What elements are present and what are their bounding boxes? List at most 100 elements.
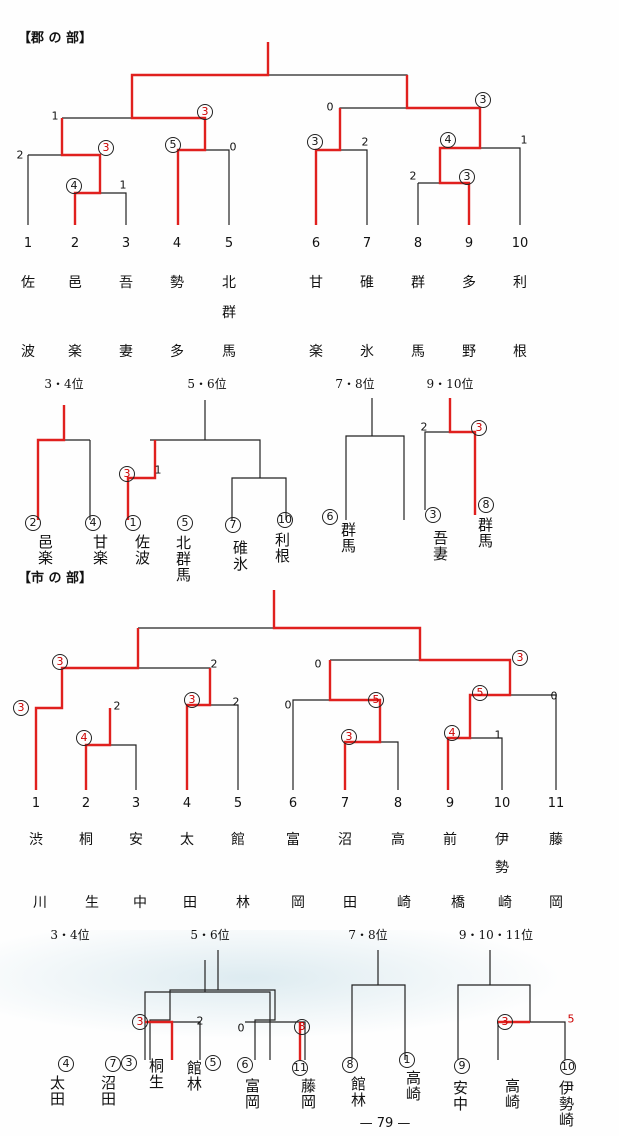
score: 0 xyxy=(550,689,558,703)
score-circled: 3 xyxy=(119,466,135,482)
placement-label: 5・6位 xyxy=(187,377,227,391)
score: 1 xyxy=(119,178,127,192)
score-circled: 5 xyxy=(472,685,488,701)
score-circled: 4 xyxy=(440,132,456,148)
team-name-char: 馬 xyxy=(411,344,425,360)
team-name-char: 勢 xyxy=(495,860,509,876)
team-name-char: 楽 xyxy=(68,344,82,360)
seed-circled: 8 xyxy=(478,497,494,513)
score: 5 xyxy=(567,1012,575,1026)
seed-circled: 4 xyxy=(85,515,101,531)
team-number: 5 xyxy=(233,796,243,811)
handwritten-team: 群馬 xyxy=(476,517,494,549)
team-name-char: 川 xyxy=(33,895,47,911)
team-number: 7 xyxy=(362,236,372,251)
score-circled: 5 xyxy=(368,692,384,708)
seed-circled: 8 xyxy=(342,1057,358,1073)
section-title-gun: 【郡 の 部】 xyxy=(18,31,93,46)
gun-winner-path xyxy=(36,42,482,520)
seed-circled: 3 xyxy=(121,1055,137,1071)
team-name-char: 馬 xyxy=(222,344,236,360)
seed-circled: 10 xyxy=(560,1059,576,1075)
team-name-char: 前 xyxy=(443,832,457,848)
team-number: 7 xyxy=(340,796,350,811)
team-name-char: 藤 xyxy=(549,832,563,848)
handwritten-team: 邑楽 xyxy=(36,534,54,566)
shi-winner-path xyxy=(34,590,530,1060)
team-name-char: 崎 xyxy=(498,895,512,911)
score-circled: 3 xyxy=(13,700,29,716)
handwritten-team: 高崎 xyxy=(404,1070,422,1102)
team-name-char: 利 xyxy=(513,275,527,291)
placement-label: 3・4位 xyxy=(50,928,90,942)
team-name-char: 多 xyxy=(462,275,476,291)
placement-label: 9・10・11位 xyxy=(458,928,534,942)
seed-circled: 3 xyxy=(425,507,441,523)
score-circled: 3 xyxy=(459,169,475,185)
seed-circled: 5 xyxy=(205,1055,221,1071)
handwritten-team: 富岡 xyxy=(243,1078,261,1110)
score-circled: 3 xyxy=(512,650,528,666)
team-name-char: 渋 xyxy=(29,832,43,848)
team-number: 1 xyxy=(23,236,33,251)
team-number: 3 xyxy=(121,236,131,251)
score: 1 xyxy=(154,463,162,477)
team-name-char: 橋 xyxy=(451,895,465,911)
score-circled: 3 xyxy=(475,92,491,108)
team-name-char: 林 xyxy=(236,895,250,911)
team-name-char: 太 xyxy=(180,832,194,848)
team-number: 4 xyxy=(182,796,192,811)
team-name-char: 多 xyxy=(170,344,184,360)
score-circled: 3 xyxy=(497,1014,513,1030)
page-number: — 79 — xyxy=(359,1116,411,1131)
score: 1 xyxy=(51,109,59,123)
handwritten-team: 北群馬 xyxy=(174,535,192,583)
handwritten-team: 沼田 xyxy=(99,1075,117,1107)
score: 2 xyxy=(409,169,417,183)
scan-smudge xyxy=(0,930,619,1050)
handwritten-team: 利根 xyxy=(273,532,291,564)
handwritten-team: 館林 xyxy=(349,1076,367,1108)
team-name-char: 伊 xyxy=(495,832,509,848)
team-name-char: 佐 xyxy=(21,275,35,291)
score-circled: 4 xyxy=(66,178,82,194)
team-name-char: 富 xyxy=(286,832,300,848)
team-name-char: 根 xyxy=(513,344,527,360)
team-name-char: 岡 xyxy=(291,895,305,911)
team-number: 10 xyxy=(511,236,529,251)
team-number: 11 xyxy=(547,796,565,811)
score: 0 xyxy=(229,140,237,154)
seed-circled: 2 xyxy=(25,515,41,531)
team-name-char: 岡 xyxy=(549,895,563,911)
team-name-char: 邑 xyxy=(68,275,82,291)
score-circled: 3 xyxy=(184,692,200,708)
team-number: 9 xyxy=(464,236,474,251)
team-name-char: 野 xyxy=(462,344,476,360)
score: 1 xyxy=(520,133,528,147)
team-number: 3 xyxy=(131,796,141,811)
score-circled: 3 xyxy=(132,1014,148,1030)
score: 1 xyxy=(494,728,502,742)
seed-circled: 9 xyxy=(454,1058,470,1074)
placement-label: 5・6位 xyxy=(190,928,230,942)
team-name-char: 波 xyxy=(21,344,35,360)
score-circled: 3 xyxy=(307,134,323,150)
handwritten-team: 碓氷 xyxy=(231,540,249,572)
team-name-char: 碓 xyxy=(360,275,374,291)
placement-label: 3・4位 xyxy=(44,377,84,391)
handwritten-team: 高崎 xyxy=(503,1078,521,1110)
score: 2 xyxy=(420,420,428,434)
team-number: 2 xyxy=(81,796,91,811)
team-number: 10 xyxy=(493,796,511,811)
team-number: 6 xyxy=(288,796,298,811)
team-number: 1 xyxy=(31,796,41,811)
score-circled: 4 xyxy=(444,725,460,741)
seed-circled: 1 xyxy=(399,1052,415,1068)
team-name-char: 勢 xyxy=(170,275,184,291)
team-name-char: 氷 xyxy=(360,344,374,360)
team-name-char: 高 xyxy=(391,832,405,848)
handwritten-team: 太田 xyxy=(48,1075,66,1107)
seed-circled: 1 xyxy=(125,515,141,531)
